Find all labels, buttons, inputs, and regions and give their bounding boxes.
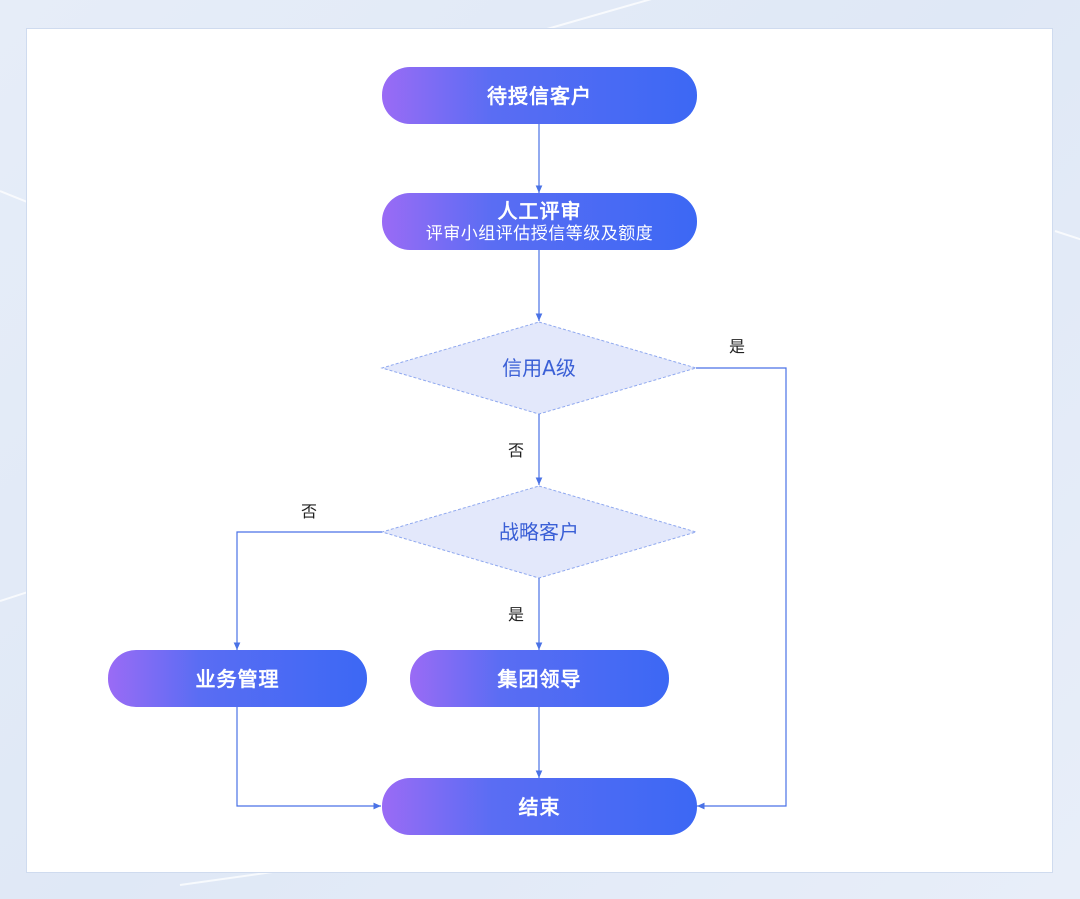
decision-credit-a-label: 信用A级 [502,356,576,380]
connector-strategic-business [233,531,382,650]
edge-label-strategic-no: 否 [301,502,318,521]
edge-label-credit-a-yes: 是 [729,337,746,356]
edge-label-credit-a-no: 否 [508,441,525,460]
node-business-management: 业务管理 [108,650,367,707]
node-start-title: 待授信客户 [487,83,592,108]
node-manual-review: 人工评审 评审小组评估授信等级及额度 [382,193,697,250]
node-review-title: 人工评审 [497,198,582,223]
node-end: 结束 [382,778,697,835]
node-group-leader: 集团领导 [410,650,669,707]
edge-label-strategic-yes: 是 [508,605,525,624]
decision-strategic-label: 战略客户 [499,520,579,544]
connector-credit-a-end [696,367,787,810]
node-start: 待授信客户 [382,67,697,124]
node-group-leader-title: 集团领导 [497,666,582,691]
node-end-title: 结束 [518,794,561,819]
node-business-title: 业务管理 [195,666,280,691]
connector-business-end [236,707,381,810]
node-review-subtitle: 评审小组评估授信等级及额度 [425,223,654,244]
